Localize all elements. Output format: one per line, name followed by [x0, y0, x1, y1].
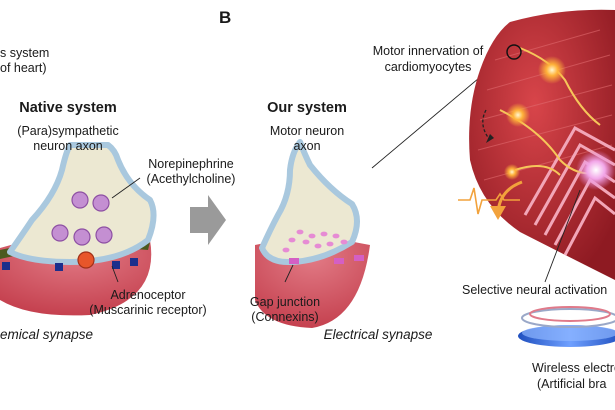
transition-arrow: [190, 195, 226, 245]
vesicle: [73, 228, 91, 246]
cropped-header-line2: of heart): [0, 61, 47, 75]
vesicle: [51, 224, 69, 242]
transmitter-label-line1: Norepinephrine: [148, 157, 234, 171]
our-synapse-type: Electrical synapse: [323, 327, 433, 342]
our-axon-terminal: [259, 139, 360, 265]
particle: [282, 247, 290, 253]
innervation-label-line1: Motor innervation of: [372, 44, 484, 58]
vesicle: [92, 194, 110, 212]
activation-leader-line: [544, 189, 581, 283]
panel-label: B: [219, 8, 232, 27]
particle: [308, 233, 316, 239]
gap-junction-particles: [282, 229, 348, 253]
our-neuron-label-line2: axon: [293, 139, 321, 153]
native-system-title: Native system: [19, 100, 117, 116]
particle: [302, 239, 310, 245]
receptor: [130, 258, 138, 266]
neuron-glow: [506, 103, 530, 127]
neuron-glow: [538, 56, 566, 84]
native-synapse-type: emical synapse: [0, 327, 94, 342]
gap-junction: [289, 258, 299, 264]
wireless-coil: [518, 306, 615, 347]
device-label-line2: (Artificial bra: [537, 377, 607, 391]
our-neuron-label-line1: Motor neuron: [269, 124, 345, 138]
gap-junction-label-line2: (Connexins): [251, 310, 319, 324]
our-system-title: Our system: [267, 100, 347, 116]
ecg-trace: [458, 187, 520, 215]
our-synapse: [255, 139, 370, 328]
receptor: [55, 263, 63, 271]
coil-ring: [529, 306, 611, 322]
receptor: [2, 262, 10, 270]
device-label-line1: Wireless electro: [532, 361, 615, 375]
innervation-focus-circle: [506, 44, 522, 60]
receptor: [112, 261, 120, 269]
particle: [314, 243, 322, 249]
gap-junction-label-line1: Gap junction: [249, 295, 321, 309]
activated-neuron: [576, 150, 615, 190]
receptor-label-line1: Adrenoceptor: [110, 288, 186, 302]
gap-junctions: [289, 255, 364, 264]
activation-label: Selective neural activation: [462, 283, 608, 297]
receptor-leader-line: [111, 265, 119, 283]
rotation-arrow: [482, 109, 491, 141]
gap-junction: [334, 258, 344, 264]
innervation-label-line2: cardiomyocytes: [384, 60, 472, 74]
particle: [340, 239, 348, 245]
particle: [288, 237, 296, 243]
junction-leader-line: [284, 264, 294, 283]
receptor-label-line2: (Muscarinic receptor): [89, 303, 207, 317]
native-receptors: [2, 258, 138, 271]
particle: [332, 233, 340, 239]
vesicle: [71, 191, 89, 209]
rotation-arrow-head: [486, 134, 494, 143]
heart-illustration: [458, 9, 615, 283]
heart-tissue: [469, 9, 615, 280]
gap-junction: [354, 255, 364, 261]
neuron-glow: [504, 164, 520, 180]
vesicle: [95, 226, 113, 244]
native-vesicles: [51, 191, 113, 269]
native-neuron-label-line1: (Para)sympathetic: [17, 124, 119, 138]
cropped-header-line1: s system: [0, 46, 50, 60]
coil-ring: [521, 308, 615, 328]
particle: [326, 241, 334, 247]
native-neuron-label-line2: neuron axon: [33, 139, 103, 153]
vesicle-release: [77, 251, 95, 269]
native-synapse: [0, 142, 157, 316]
signal-arrow-head: [490, 206, 506, 220]
transmitter-label-line2: (Acethylcholine): [146, 172, 236, 186]
particle: [296, 229, 304, 235]
transmitter-leader-line: [111, 177, 141, 199]
particle: [320, 231, 328, 237]
coil-base-top: [522, 325, 615, 341]
